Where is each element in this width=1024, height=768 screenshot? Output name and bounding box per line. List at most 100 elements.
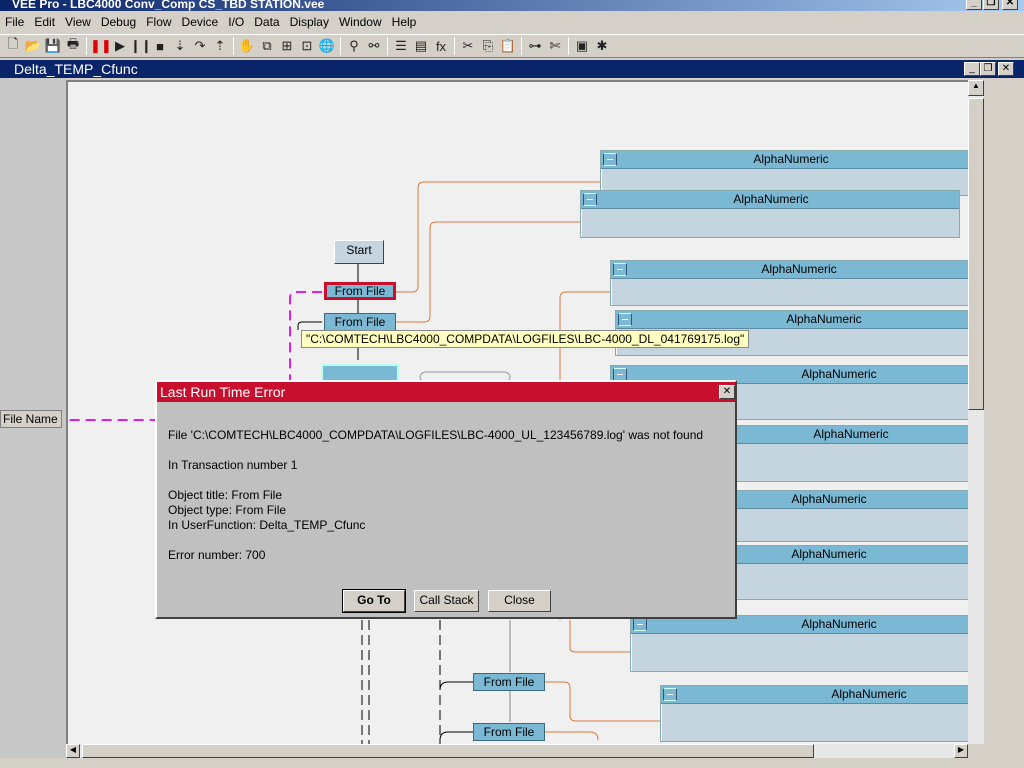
alphanumeric-title: AlphaNumeric xyxy=(801,617,877,631)
error-line: In Transaction number 1 xyxy=(168,458,298,472)
cut-icon[interactable]: ✂ xyxy=(462,38,474,53)
stop-icon[interactable]: ■ xyxy=(156,38,164,54)
globe-icon[interactable]: 🌐 xyxy=(318,38,336,53)
sub-close-button[interactable]: ✕ xyxy=(998,62,1014,76)
tree-icon[interactable]: ⊶ xyxy=(528,38,542,53)
error-dialog: Last Run Time Error ✕ File 'C:\COMTECH\L… xyxy=(155,380,737,619)
file-name-terminal[interactable]: File Name xyxy=(0,410,62,428)
alphanumeric-display[interactable]: AlphaNumeric xyxy=(660,685,968,742)
sub-restore-button[interactable]: ❐ xyxy=(980,62,996,76)
alphanumeric-title: AlphaNumeric xyxy=(761,262,837,276)
scroll-right-button[interactable]: ▶ xyxy=(954,744,968,758)
error-line xyxy=(168,533,735,548)
from-file-block[interactable]: From File xyxy=(324,313,396,331)
alphanumeric-display[interactable]: AlphaNumeric xyxy=(630,615,968,672)
alphanumeric-title: AlphaNumeric xyxy=(733,192,809,206)
alphanumeric-title: AlphaNumeric xyxy=(753,152,829,166)
alphanumeric-header: AlphaNumeric xyxy=(611,261,968,279)
step-into-icon[interactable]: ⇣ xyxy=(174,38,186,53)
menu-flow[interactable]: Flow xyxy=(146,15,172,29)
bring-front-icon[interactable]: ⧉ xyxy=(262,38,272,53)
close-app-button[interactable]: ✕ xyxy=(1002,0,1018,10)
sub-minimize-button[interactable]: _ xyxy=(964,62,980,76)
dialog-close-icon[interactable]: ✕ xyxy=(719,385,735,399)
minimize-icon[interactable] xyxy=(633,618,647,631)
horizontal-scrollbar[interactable]: ◀ ▶ xyxy=(66,744,968,758)
from-file-block[interactable]: From File xyxy=(473,723,545,741)
find-icon[interactable]: ⚲ xyxy=(349,38,359,53)
from-file-block-error[interactable]: From File xyxy=(324,282,396,300)
wire xyxy=(395,181,600,293)
menu-display[interactable]: Display xyxy=(289,15,329,29)
menu-edit[interactable]: Edit xyxy=(34,15,56,29)
menu-help[interactable]: Help xyxy=(391,15,417,29)
menubar: File Edit View Debug Flow Device I/O Data Displa… xyxy=(0,12,421,32)
panel-right xyxy=(984,78,1024,758)
alphanumeric-display[interactable]: AlphaNumeric xyxy=(610,260,968,306)
menu-data[interactable]: Data xyxy=(254,15,280,29)
go-to-button[interactable]: Go To xyxy=(342,589,406,613)
wire xyxy=(569,620,630,653)
toolbar-separator xyxy=(233,37,234,55)
hand-icon[interactable]: ✋ xyxy=(238,38,256,53)
paste-icon[interactable]: 📋 xyxy=(499,38,517,53)
properties-icon[interactable]: ☰ xyxy=(395,38,407,53)
start-button[interactable]: Start xyxy=(334,240,384,264)
minimize-icon[interactable] xyxy=(603,153,617,166)
minimize-icon[interactable] xyxy=(613,263,627,276)
minimize-icon[interactable] xyxy=(618,313,632,326)
menu-file[interactable]: File xyxy=(5,15,25,29)
find-next-icon[interactable]: ⚯ xyxy=(368,38,380,53)
debug-cut-icon[interactable]: ✄ xyxy=(549,38,561,53)
align-icon[interactable]: ⊞ xyxy=(281,38,293,53)
menu-window[interactable]: Window xyxy=(338,15,382,29)
menu-io[interactable]: I/O xyxy=(228,15,245,29)
call-stack-button[interactable]: Call Stack xyxy=(414,590,479,612)
save-icon[interactable]: 💾 xyxy=(44,38,62,53)
minimize-button[interactable]: _ xyxy=(966,0,982,10)
instrument-icon[interactable]: ▤ xyxy=(414,38,428,53)
open-icon[interactable]: 📂 xyxy=(24,38,42,53)
step-out-icon[interactable]: ⇡ xyxy=(214,38,226,53)
panel-icon[interactable]: ▣ xyxy=(575,38,589,53)
menu-view[interactable]: View xyxy=(65,15,91,29)
from-file-block[interactable]: From File xyxy=(473,673,545,691)
error-line: In UserFunction: Delta_TEMP_Cfunc xyxy=(168,518,366,532)
pause-icon[interactable]: ❙❙ xyxy=(130,38,152,53)
restore-button[interactable]: ❐ xyxy=(983,0,999,10)
bug-icon[interactable]: ✱ xyxy=(596,38,608,53)
print-icon[interactable]: 🖶 xyxy=(66,36,80,51)
menu-device[interactable]: Device xyxy=(181,15,219,29)
minimize-icon[interactable] xyxy=(583,193,597,206)
alphanumeric-display[interactable]: AlphaNumeric xyxy=(600,150,968,196)
alphanumeric-header: AlphaNumeric xyxy=(601,151,968,169)
scroll-up-button[interactable]: ▲ xyxy=(968,80,984,96)
wire xyxy=(395,221,580,323)
wire xyxy=(559,291,610,620)
dialog-title: Last Run Time Error xyxy=(160,384,286,400)
pause-red-icon[interactable]: ❚❚ xyxy=(90,38,112,53)
alphanumeric-title: AlphaNumeric xyxy=(801,367,877,381)
error-line: File 'C:\COMTECH\LBC4000_COMPDATA\LOGFIL… xyxy=(168,428,704,442)
alphanumeric-display[interactable]: AlphaNumeric xyxy=(580,190,960,238)
copy-icon[interactable]: ⎘ xyxy=(482,38,494,53)
toolbar-separator xyxy=(521,37,522,55)
close-button[interactable]: Close xyxy=(488,590,551,612)
alphanumeric-title: AlphaNumeric xyxy=(813,427,889,441)
function-icon[interactable]: fx xyxy=(435,38,447,54)
vertical-scroll-thumb[interactable] xyxy=(968,98,984,410)
alphanumeric-title: AlphaNumeric xyxy=(791,547,867,561)
step-over-icon[interactable]: ↷ xyxy=(194,38,206,53)
run-icon[interactable]: ▶ xyxy=(115,38,125,53)
error-line xyxy=(168,443,735,458)
new-icon[interactable]: 🗋 xyxy=(7,36,19,51)
menu-debug[interactable]: Debug xyxy=(100,15,137,29)
align-2-icon[interactable]: ⊡ xyxy=(301,38,313,53)
minimize-icon[interactable] xyxy=(663,688,677,701)
scroll-left-button[interactable]: ◀ xyxy=(66,744,80,758)
alphanumeric-title: AlphaNumeric xyxy=(791,492,867,506)
tooltip: "C:\COMTECH\LBC4000_COMPDATA\LOGFILES\LB… xyxy=(301,330,750,348)
horizontal-scroll-thumb[interactable] xyxy=(82,744,814,758)
alphanumeric-title: AlphaNumeric xyxy=(786,312,862,326)
vertical-scrollbar[interactable]: ▲ xyxy=(968,80,984,744)
